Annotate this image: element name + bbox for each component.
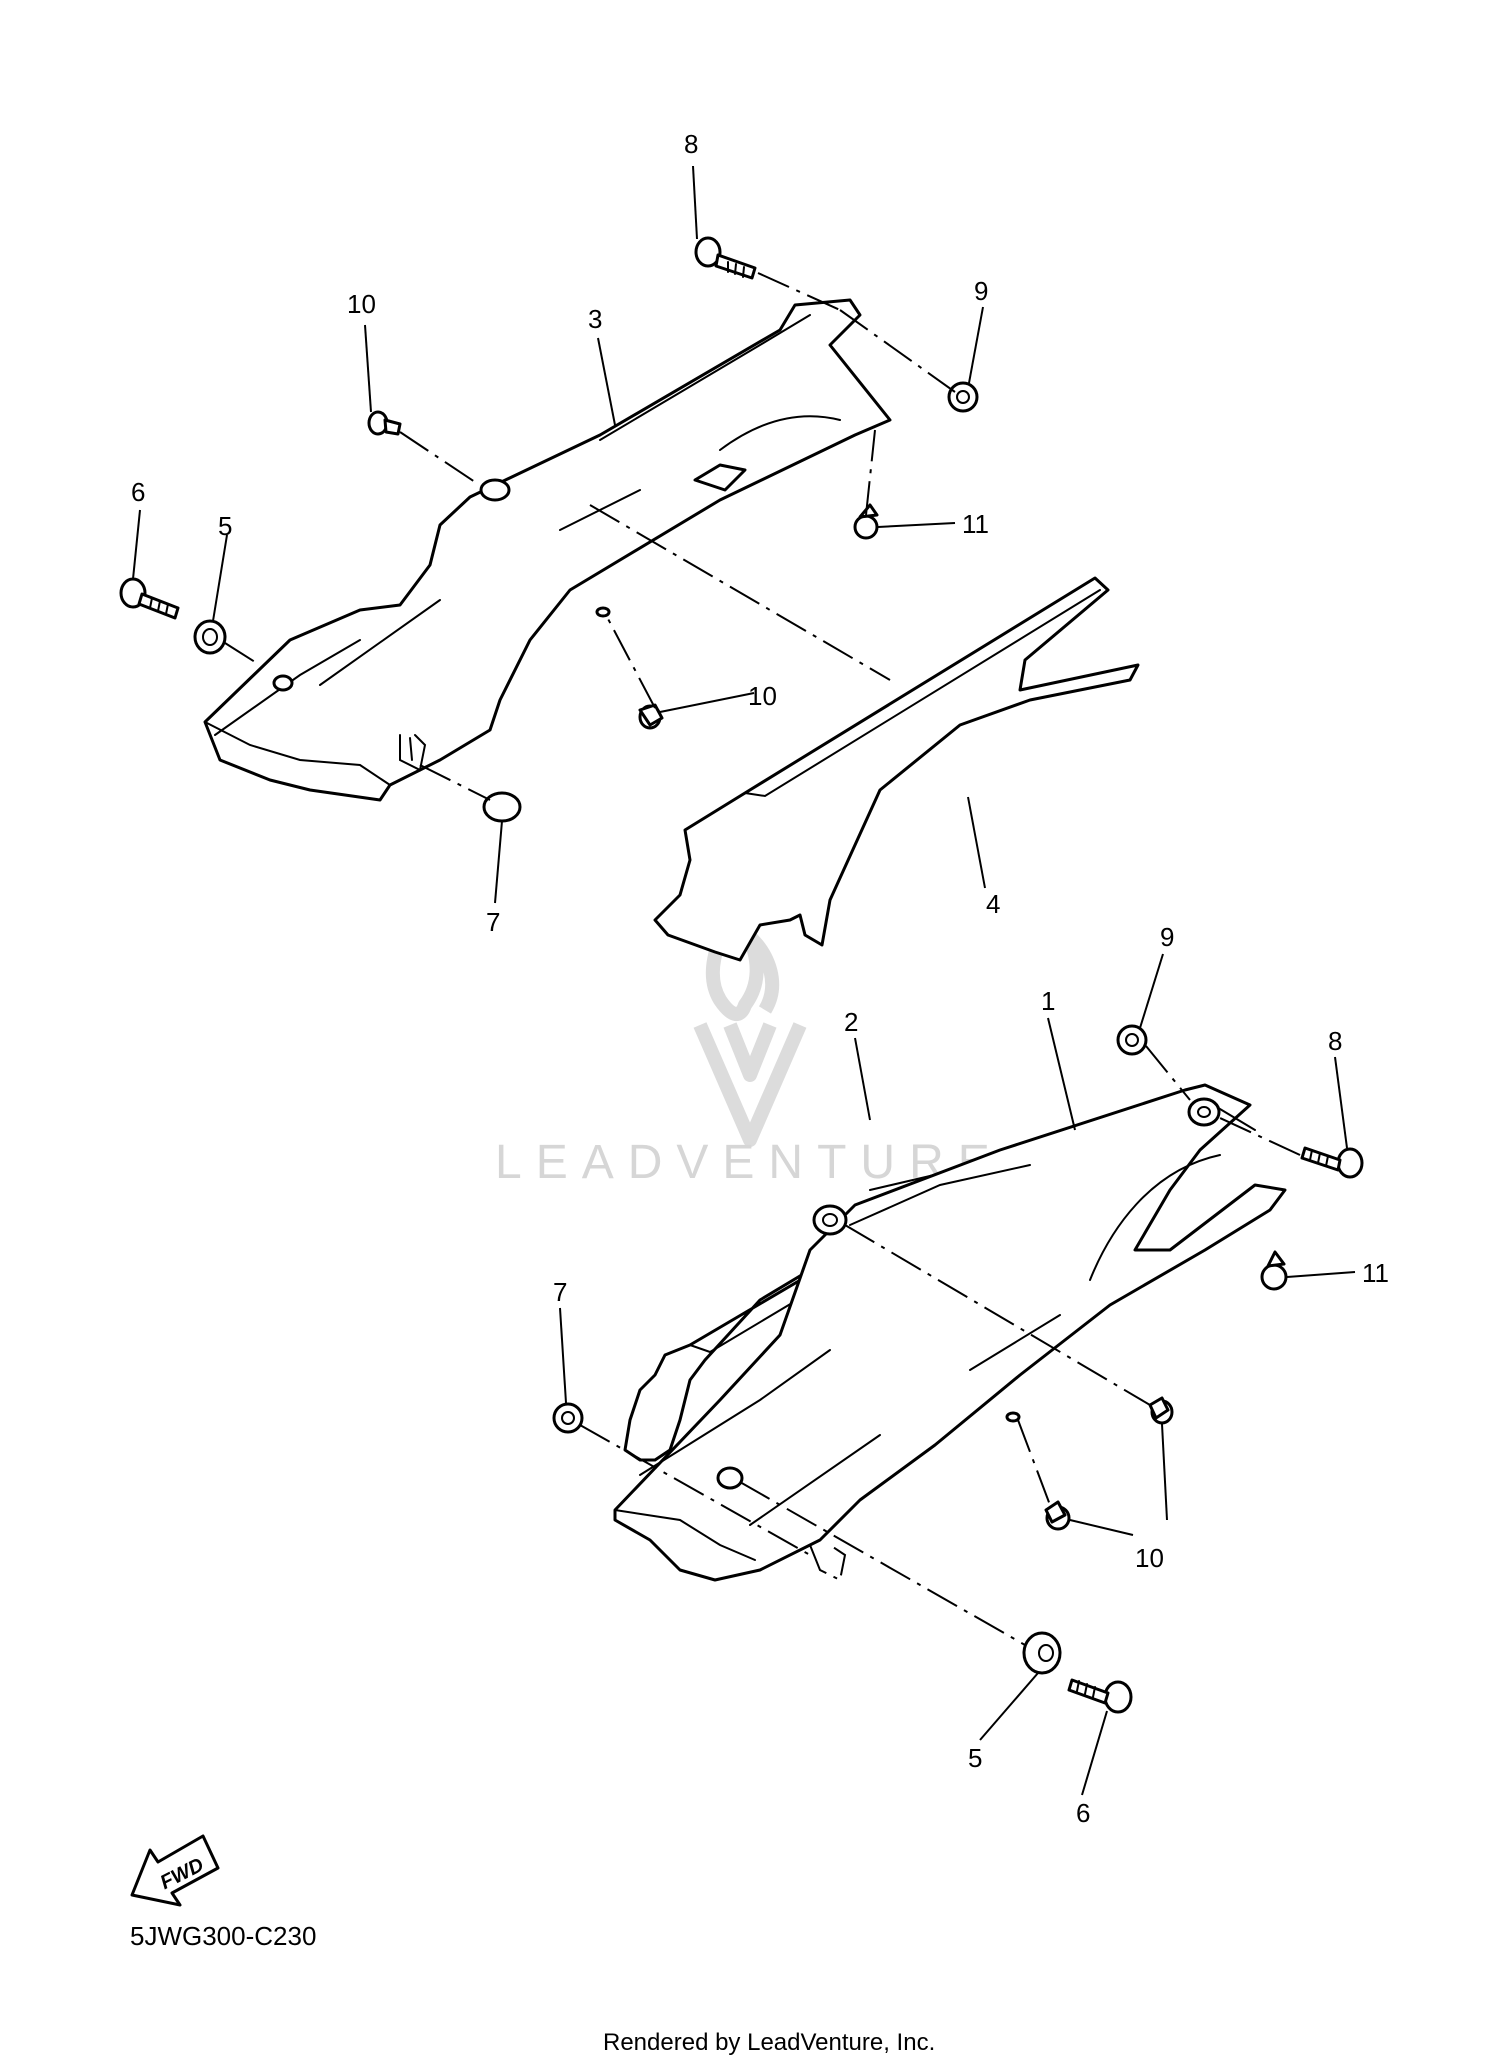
callout-7-upper[interactable]: 7 xyxy=(486,907,500,937)
part-11-clip-upper[interactable] xyxy=(853,503,879,540)
part-10-clip-lower-a[interactable] xyxy=(1148,1396,1174,1425)
callout-11-upper[interactable]: 11 xyxy=(962,509,989,539)
part-10-clip-upper-a[interactable] xyxy=(367,410,402,436)
part-8-bolt-lower[interactable] xyxy=(1300,1146,1364,1179)
callout-6-upper[interactable]: 6 xyxy=(131,477,145,507)
callout-5-upper[interactable]: 5 xyxy=(218,511,232,541)
part-3-tab xyxy=(693,463,747,492)
part-1-side-cover[interactable] xyxy=(613,1083,1287,1582)
part-8-bolt-upper[interactable] xyxy=(694,236,757,280)
part-4-side-panel[interactable] xyxy=(653,576,1140,962)
part-11-clip-lower[interactable] xyxy=(1260,1250,1288,1291)
callout-2[interactable]: 2 xyxy=(844,1007,858,1037)
fwd-arrow-icon: FWD xyxy=(130,1834,220,1907)
callout-9-upper[interactable]: 9 xyxy=(974,276,988,306)
callout-3[interactable]: 3 xyxy=(588,304,602,334)
part-3-side-cover[interactable] xyxy=(203,298,892,802)
part-6-bolt-lower[interactable] xyxy=(1067,1678,1133,1714)
part-7-plug-upper[interactable] xyxy=(482,791,522,823)
part-9-nut-lower[interactable] xyxy=(1116,1024,1148,1056)
callout-8-upper[interactable]: 8 xyxy=(684,129,698,159)
diagram-code: 5JWG300-C230 xyxy=(130,1921,316,1951)
watermark: LEADVENTURE xyxy=(495,901,1004,1189)
callout-7-lower[interactable]: 7 xyxy=(553,1277,567,1307)
part-10-clip-lower-b[interactable] xyxy=(1044,1500,1071,1531)
callout-numbers: 8 9 10 3 6 5 11 10 7 4 9 1 2 8 11 7 10 5… xyxy=(131,129,1389,1828)
part-5-grommet-lower[interactable] xyxy=(1022,1631,1062,1675)
callout-10-upper-b[interactable]: 10 xyxy=(748,681,777,711)
part-10-clip-upper-b[interactable] xyxy=(638,703,664,730)
callout-6-lower[interactable]: 6 xyxy=(1076,1798,1090,1828)
part-9-nut-upper[interactable] xyxy=(947,381,979,413)
watermark-logo-icon xyxy=(693,901,807,1147)
callout-1[interactable]: 1 xyxy=(1041,986,1055,1016)
callout-8-lower[interactable]: 8 xyxy=(1328,1026,1342,1056)
part-6-bolt-upper[interactable] xyxy=(119,577,180,620)
callout-leaders xyxy=(132,165,1356,1796)
callout-5-lower[interactable]: 5 xyxy=(968,1743,982,1773)
watermark-text: LEADVENTURE xyxy=(495,1136,1004,1189)
callout-11-lower[interactable]: 11 xyxy=(1362,1258,1389,1288)
part-4-edge xyxy=(744,589,1101,798)
part-5-grommet-upper[interactable] xyxy=(193,619,227,655)
callout-9-lower[interactable]: 9 xyxy=(1160,922,1174,952)
callout-10-upper-a[interactable]: 10 xyxy=(347,289,376,319)
callout-4[interactable]: 4 xyxy=(986,889,1000,919)
render-footer: Rendered by LeadVenture, Inc. xyxy=(603,2029,935,2056)
callout-10-lower[interactable]: 10 xyxy=(1135,1543,1164,1573)
part-7-plug-lower[interactable] xyxy=(552,1402,584,1434)
